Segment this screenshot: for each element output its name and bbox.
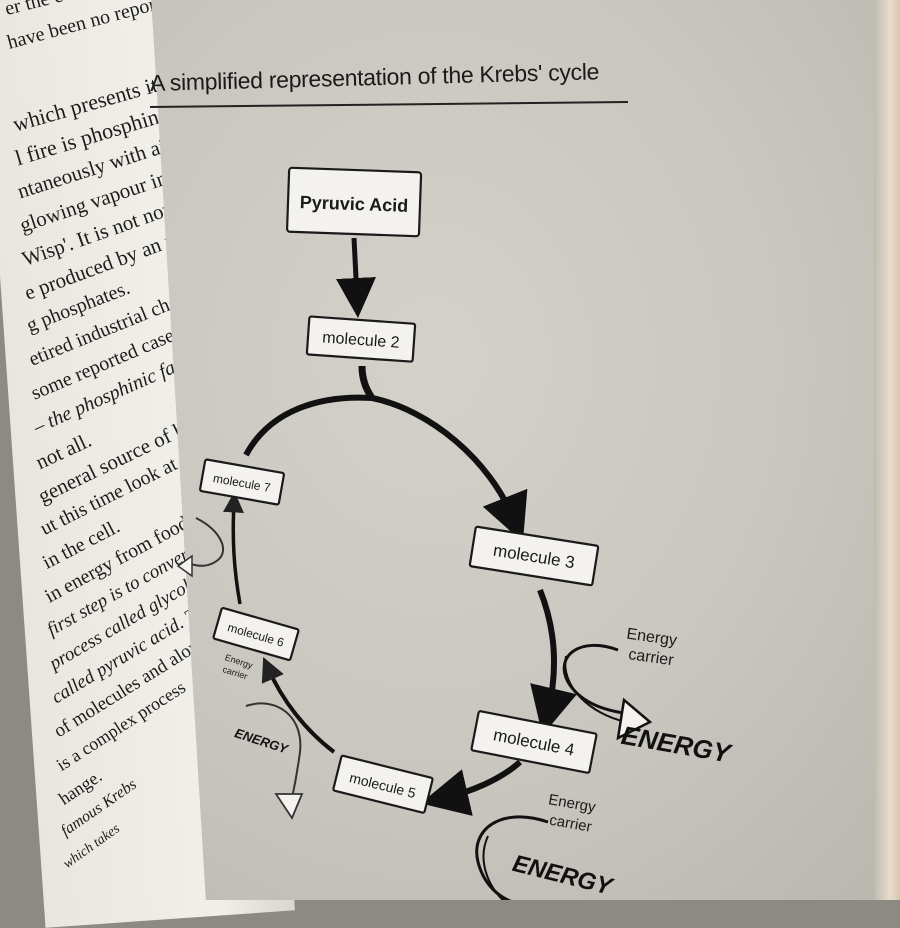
arc-m4-to-m5: [420, 759, 523, 816]
arrow-pyruvic-to-m2: [336, 237, 376, 318]
krebs-cycle-diagram: Pyruvic Acid molecule 2 molecule 3 molec…: [176, 166, 735, 900]
energy-carrier-curve-small: [245, 702, 302, 809]
energy-carrier-label-small: Energy carrier: [221, 652, 254, 681]
cycle-stem: [358, 365, 375, 400]
arc-m2-to-m3: [371, 395, 528, 543]
energy-carrier-line1: Energy: [625, 626, 678, 650]
energy-carrier-label-bottom: Energy carrier: [547, 791, 597, 836]
energy-carrier-curve: [562, 644, 633, 716]
node-molecule-4: molecule 4: [470, 710, 598, 774]
arc-m7-to-m2: [243, 394, 373, 457]
arc-m6-to-m7: [222, 491, 244, 605]
arc-m5-to-m6: [261, 657, 336, 754]
node-molecule-2: molecule 2: [305, 315, 417, 363]
page-edge: [874, 0, 900, 900]
node-molecule-7: molecule 7: [199, 458, 285, 506]
node-pyruvic-acid: Pyruvic Acid: [285, 166, 423, 238]
energy-carrier-label: Energy carrier: [625, 626, 678, 670]
node-molecule-3: molecule 3: [468, 525, 600, 587]
node-label: molecule 2: [322, 329, 400, 351]
energy-carrier-curve-m7: [189, 517, 224, 567]
energy-carrier-curve-bottom: [475, 815, 549, 900]
node-molecule-6: molecule 6: [212, 606, 300, 662]
node-molecule-5: molecule 5: [332, 754, 434, 814]
energy-carrier-bottom-line2: carrier: [548, 812, 593, 836]
node-label: Pyruvic Acid: [299, 192, 408, 216]
energy-label-small: ENERGY: [233, 725, 291, 757]
energy-label: ENERGY: [619, 720, 735, 769]
energy-carrier-arrowhead: [616, 697, 653, 741]
energy-carrier-line2: carrier: [627, 646, 675, 669]
arc-m3-to-m4: [530, 588, 577, 736]
energy-label-bottom: ENERGY: [510, 850, 617, 900]
